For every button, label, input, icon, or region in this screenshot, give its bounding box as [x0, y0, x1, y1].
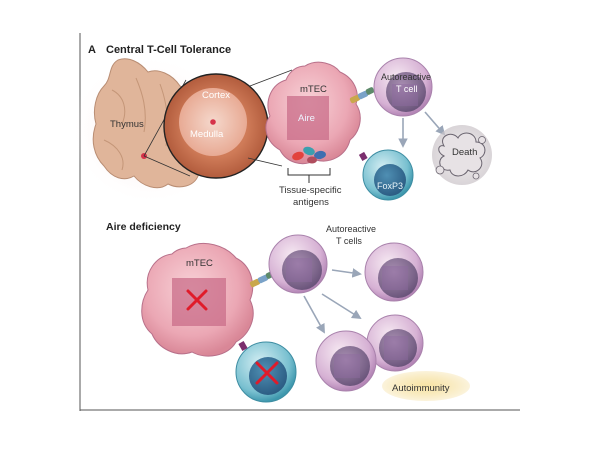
mtec-nucleus-top: [287, 96, 329, 140]
thymus-zoom-circle: [163, 73, 269, 179]
autoreactive-tcell-bottom-source: [268, 234, 328, 294]
tcr-mhc-complex-top: [349, 87, 375, 104]
mtec-label-top: mTEC: [300, 84, 327, 95]
aire-label: Aire: [298, 113, 315, 124]
medulla-label: Medulla: [190, 129, 224, 140]
arrow-to-tcell-right: [331, 268, 362, 278]
arrow-to-death: [424, 111, 446, 136]
tissue-specific-antigens: [287, 146, 331, 183]
arrow-to-tcell-lower: [303, 295, 325, 334]
autoreactive-label-top-line1: Autoreactive: [381, 72, 431, 82]
treg-cell-absent: [235, 341, 297, 403]
autoimmunity-label: Autoimmunity: [392, 383, 450, 394]
autoreactive-tcell-lower-right: [366, 314, 424, 372]
autoreactive-label-top-line2: T cell: [396, 84, 417, 94]
autoimmunity-highlight: [382, 371, 470, 401]
cortex-label: Cortex: [202, 90, 230, 101]
mtec-label-bottom: mTEC: [186, 258, 213, 269]
connector-top: [249, 69, 293, 87]
autoreactive-tcell-lower: [315, 330, 377, 392]
treg-cell-foxp3: [358, 149, 414, 201]
autoreactive-tcell-right: [364, 242, 424, 302]
panel-title: Central T-Cell Tolerance: [106, 44, 231, 56]
apoptotic-cell: [432, 125, 492, 185]
death-label: Death: [452, 147, 477, 158]
antigens-label-line1: Tissue-specific: [279, 185, 342, 196]
absent-treg-x-icon: [255, 361, 279, 385]
aire-deficiency-title: Aire deficiency: [106, 221, 181, 233]
autoreactive-label-bottom-line1: Autoreactive: [326, 224, 376, 234]
arrow-to-tcell-lower-right: [321, 293, 362, 320]
antigens-label-line2: antigens: [293, 197, 329, 208]
medulla-marker: [210, 119, 216, 125]
panel-letter: A: [88, 44, 96, 56]
zoom-line-bottom: [143, 155, 191, 177]
absent-aire-x-icon: [186, 289, 208, 311]
thymus-label: Thymus: [110, 119, 144, 130]
mtec-cell-top: [265, 61, 361, 165]
autoreactive-label-bottom-line2: T cells: [336, 236, 362, 246]
autoreactive-tcell-top: [373, 57, 433, 117]
mtec-cell-bottom: [141, 243, 254, 357]
connector-bottom: [247, 157, 283, 167]
foxp3-label: FoxP3: [377, 181, 403, 191]
